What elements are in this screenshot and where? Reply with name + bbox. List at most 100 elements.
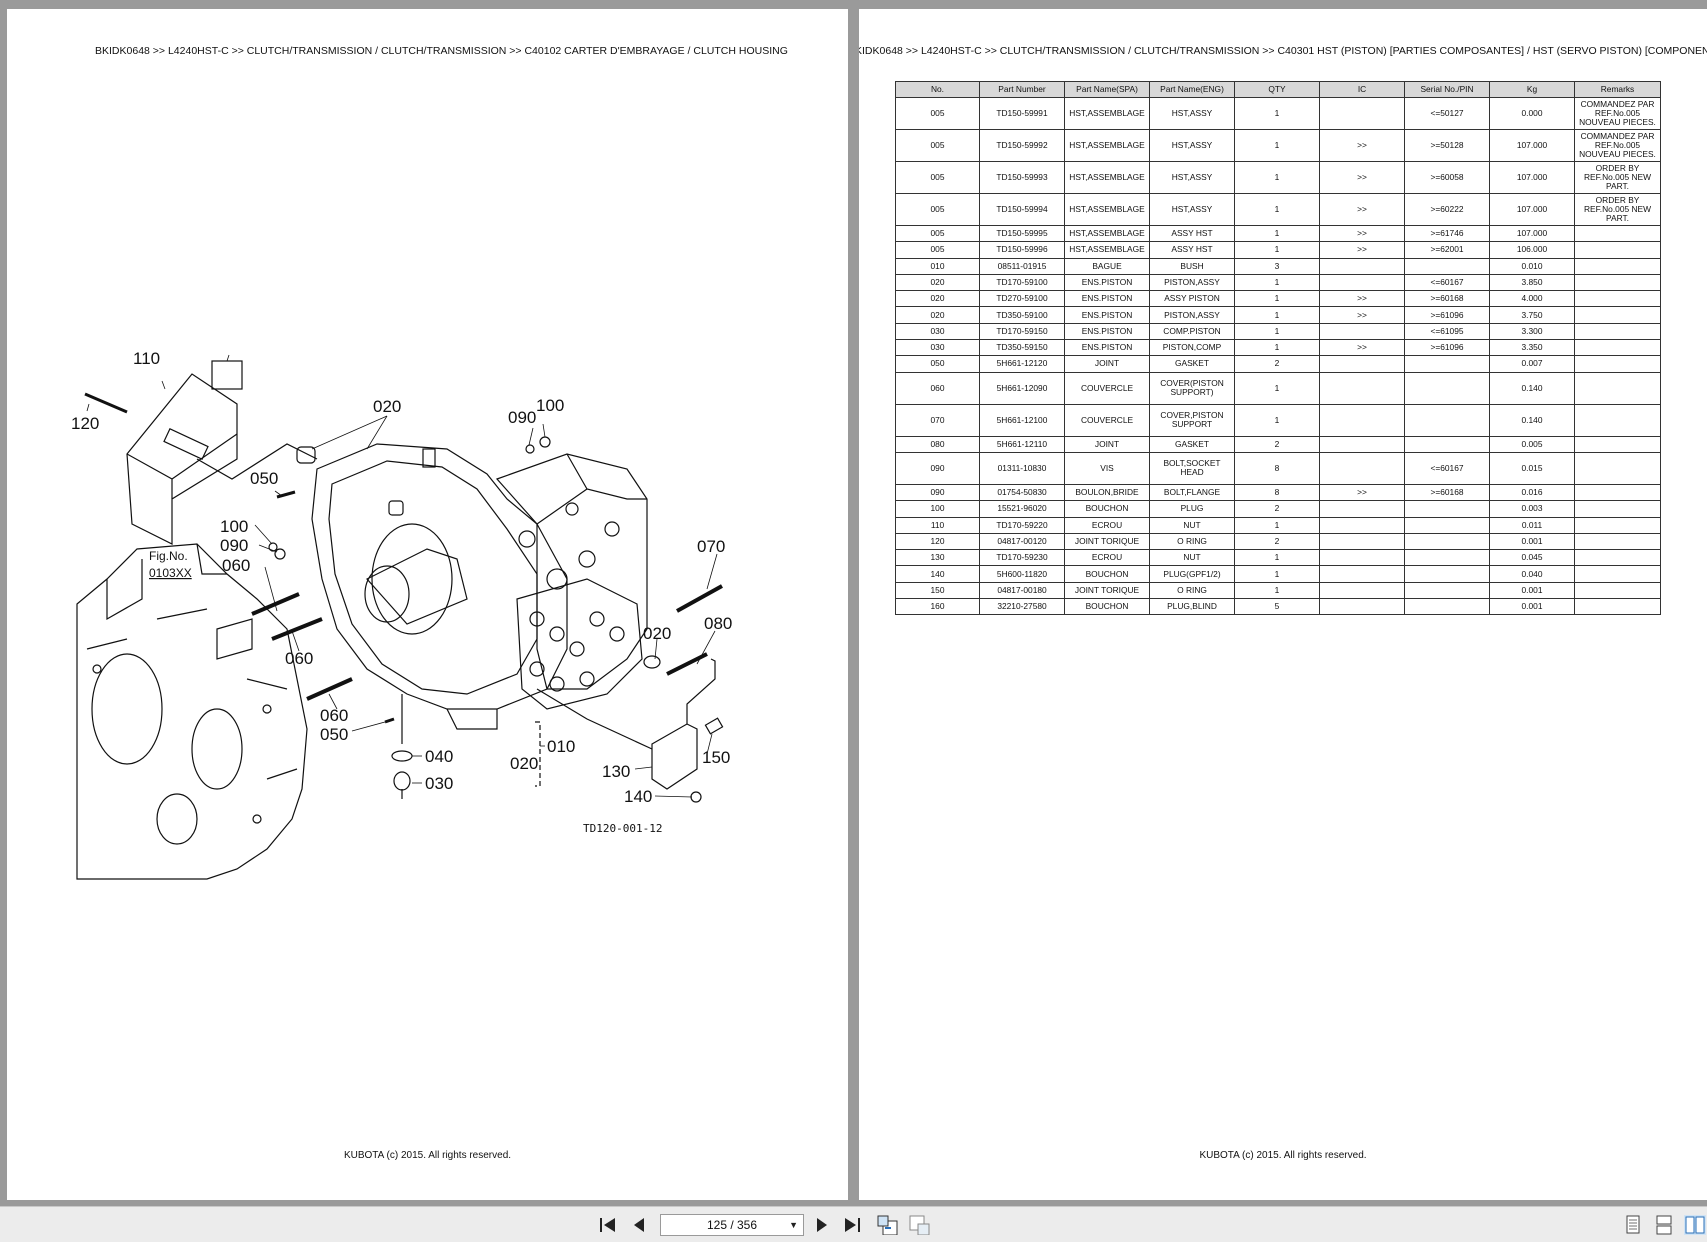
table-cell bbox=[1574, 257, 1661, 275]
table-cell: 01754-50830 bbox=[979, 483, 1065, 502]
go-forward-view-icon[interactable] bbox=[909, 1215, 931, 1235]
table-cell: GASKET bbox=[1149, 435, 1235, 453]
continuous-view-icon[interactable] bbox=[1656, 1215, 1672, 1235]
table-cell: HST,ASSEMBLAGE bbox=[1064, 129, 1150, 162]
table-cell: 0.140 bbox=[1489, 403, 1575, 437]
table-cell: 1 bbox=[1234, 516, 1320, 534]
table-cell: COVER,PISTON SUPPORT bbox=[1149, 403, 1235, 437]
table-cell bbox=[1574, 290, 1661, 308]
single-page-view-icon[interactable] bbox=[1626, 1215, 1640, 1235]
hst-block-outline bbox=[495, 453, 648, 690]
column-header: Kg bbox=[1489, 81, 1575, 98]
table-cell: COVER(PISTON SUPPORT) bbox=[1149, 371, 1235, 405]
column-header: Part Name(ENG) bbox=[1149, 81, 1235, 98]
callout-050-bottom: 050 bbox=[320, 725, 348, 744]
table-cell: 3.300 bbox=[1489, 322, 1575, 341]
table-cell: 1 bbox=[1234, 403, 1320, 437]
table-cell bbox=[1404, 500, 1490, 518]
table-cell: 020 bbox=[895, 306, 980, 324]
table-cell: GASKET bbox=[1149, 355, 1235, 373]
table-cell: ASSY PISTON bbox=[1149, 290, 1235, 308]
table-cell: >> bbox=[1319, 241, 1405, 259]
table-cell: TD350-59150 bbox=[979, 339, 1065, 357]
table-cell: 0.015 bbox=[1489, 451, 1575, 485]
next-page-icon[interactable] bbox=[815, 1215, 829, 1235]
table-cell: <=60167 bbox=[1404, 273, 1490, 292]
table-cell: 0.010 bbox=[1489, 257, 1575, 275]
table-cell: 3.750 bbox=[1489, 306, 1575, 324]
table-cell: 2 bbox=[1234, 532, 1320, 551]
right-page-footer: KUBOTA (c) 2015. All rights reserved. bbox=[1199, 1150, 1367, 1161]
facing-pages-view-icon[interactable] bbox=[1684, 1215, 1706, 1235]
table-cell: 107.000 bbox=[1489, 193, 1575, 226]
table-cell: O RING bbox=[1149, 532, 1235, 551]
table-cell: 0.001 bbox=[1489, 598, 1575, 616]
table-cell: 1 bbox=[1234, 97, 1320, 130]
table-cell bbox=[1404, 257, 1490, 275]
table-cell: PLUG,BLIND bbox=[1149, 598, 1235, 616]
previous-page-icon[interactable] bbox=[632, 1215, 646, 1235]
table-cell: 5H661-12110 bbox=[979, 435, 1065, 453]
table-cell: BOUCHON bbox=[1064, 565, 1150, 583]
table-cell: 090 bbox=[895, 483, 980, 502]
table-cell: PISTON,COMP bbox=[1149, 339, 1235, 357]
table-cell bbox=[1404, 565, 1490, 583]
table-cell: 106.000 bbox=[1489, 241, 1575, 259]
table-cell: TD150-59995 bbox=[979, 224, 1065, 243]
table-cell: HST,ASSY bbox=[1149, 129, 1235, 162]
table-cell: JOINT bbox=[1064, 355, 1150, 373]
table-cell: 0.005 bbox=[1489, 435, 1575, 453]
callout-130: 130 bbox=[602, 762, 630, 781]
table-cell: HST,ASSEMBLAGE bbox=[1064, 97, 1150, 130]
callout-030: 030 bbox=[425, 774, 453, 793]
page-number-field[interactable]: 125 / 356 ▼ bbox=[660, 1214, 804, 1236]
table-cell bbox=[1574, 224, 1661, 243]
table-cell bbox=[1319, 355, 1405, 373]
table-cell: COUVERCLE bbox=[1064, 403, 1150, 437]
table-cell: 005 bbox=[895, 129, 980, 162]
table-cell bbox=[1574, 322, 1661, 341]
table-cell: 0.007 bbox=[1489, 355, 1575, 373]
callout-070: 070 bbox=[697, 537, 725, 556]
table-cell: 0.016 bbox=[1489, 483, 1575, 502]
callout-090-left: 090 bbox=[220, 536, 248, 555]
table-cell: 005 bbox=[895, 161, 980, 194]
table-cell: 0.011 bbox=[1489, 516, 1575, 534]
table-cell: 160 bbox=[895, 598, 980, 616]
table-cell: 1 bbox=[1234, 193, 1320, 226]
table-cell bbox=[1574, 598, 1661, 616]
first-page-icon[interactable] bbox=[599, 1215, 617, 1235]
table-cell: 3.350 bbox=[1489, 339, 1575, 357]
table-cell: >> bbox=[1319, 306, 1405, 324]
table-cell: COMMANDEZ PAR REF.No.005 NOUVEAU PIECES. bbox=[1574, 97, 1661, 130]
table-cell: 1 bbox=[1234, 322, 1320, 341]
callout-010: 010 bbox=[547, 737, 575, 756]
valve-body-outline bbox=[516, 578, 643, 710]
right-page-breadcrumb: BKIDK0648 >> L4240HST-C >> CLUTCH/TRANSM… bbox=[859, 45, 1707, 57]
table-cell: 04817-00120 bbox=[979, 532, 1065, 551]
table-cell: >=60058 bbox=[1404, 161, 1490, 194]
chevron-down-icon[interactable]: ▼ bbox=[789, 1220, 798, 1230]
table-cell: TD170-59230 bbox=[979, 549, 1065, 567]
table-cell: 1 bbox=[1234, 224, 1320, 243]
table-cell: ENS.PISTON bbox=[1064, 339, 1150, 357]
table-cell bbox=[1404, 532, 1490, 551]
callout-060-bottom: 060 bbox=[320, 706, 348, 725]
page-indicator: 125 / 356 bbox=[706, 1218, 758, 1232]
go-back-view-icon[interactable] bbox=[877, 1215, 899, 1235]
callout-020-bottom: 020 bbox=[510, 754, 538, 773]
table-cell: HST,ASSEMBLAGE bbox=[1064, 161, 1150, 194]
clutch-housing-outline bbox=[311, 443, 568, 710]
table-cell: 107.000 bbox=[1489, 224, 1575, 243]
table-cell bbox=[1319, 273, 1405, 292]
last-page-icon[interactable] bbox=[843, 1215, 861, 1235]
cover-plate-outline bbox=[126, 373, 238, 545]
column-header: QTY bbox=[1234, 81, 1320, 98]
